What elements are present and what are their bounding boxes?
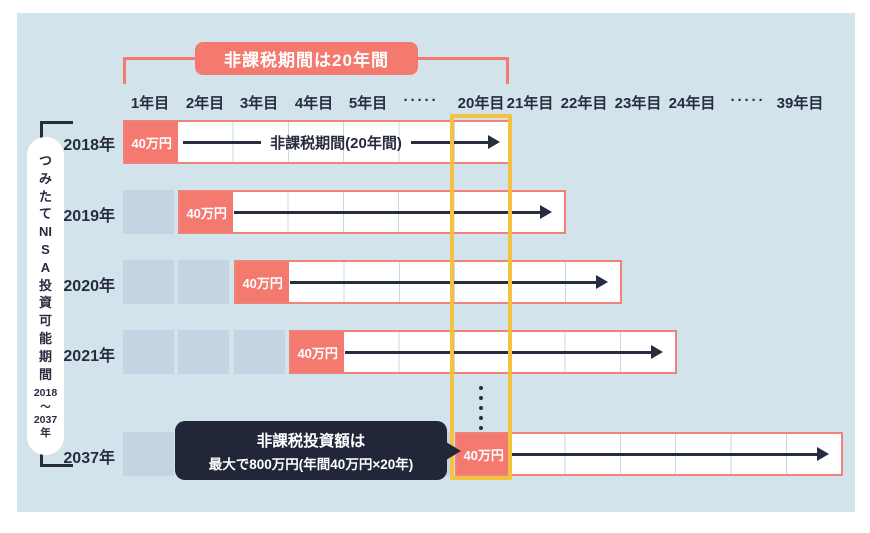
arrow-line <box>183 140 262 144</box>
row-label-2037: 2037年 <box>63 450 115 467</box>
tax-free-arrow-2019 <box>234 192 552 232</box>
tax-free-arrow-2021 <box>345 332 663 372</box>
range-end: 2037 <box>33 413 58 426</box>
col-header-year22: 22年目 <box>560 95 608 112</box>
placeholder-cell <box>123 330 174 374</box>
range-start: 2018 <box>33 387 58 400</box>
investable-period-pill: つみたてNISA投資可能期間 2018 〜 2037 年 <box>27 137 64 455</box>
placeholder-cell <box>123 432 174 476</box>
dot <box>479 416 483 420</box>
placeholder-cell <box>123 260 174 304</box>
contribution-amount: 40万円 <box>186 205 227 221</box>
col-header-year39: 39年目 <box>776 95 824 112</box>
arrow-head-icon <box>817 447 829 461</box>
col-header-year21: 21年目 <box>506 95 554 112</box>
col-header-ellipsis-1: ····· <box>403 92 439 109</box>
row-label-2018: 2018年 <box>63 137 115 154</box>
bar-2020: 40万円 <box>234 260 622 304</box>
arrow-line <box>410 140 489 144</box>
investable-period-label: つみたてNISA投資可能期間 <box>38 153 52 382</box>
tax-free-arrow-2037 <box>511 434 829 474</box>
col-header-ellipsis-2: ····· <box>730 92 766 109</box>
col-header-year2: 2年目 <box>185 95 225 112</box>
dot <box>479 406 483 410</box>
col-header-year4: 4年目 <box>294 95 334 112</box>
arrow-head-icon <box>651 345 663 359</box>
row-label-2019: 2019年 <box>63 208 115 225</box>
arrow-line <box>511 452 818 456</box>
tax-free-period-label: 非課税期間(20年間) <box>270 134 402 152</box>
arrow-line <box>234 210 541 214</box>
max-investment-callout: 非課税投資額は 最大で800万円(年間40万円×20年) <box>175 421 447 480</box>
range-tilde: 〜 <box>40 400 51 413</box>
contribution-amount: 40万円 <box>463 447 504 463</box>
contribution-cell-2021: 40万円 <box>291 332 345 372</box>
arrow-line <box>290 280 597 284</box>
arrow-head-icon <box>540 205 552 219</box>
contribution-cell-2037: 40万円 <box>457 434 511 474</box>
contribution-amount: 40万円 <box>242 275 283 291</box>
placeholder-cell <box>123 190 174 234</box>
arrow-head-icon <box>596 275 608 289</box>
col-header-year20: 20年目 <box>457 95 505 112</box>
gap-ellipsis-dots <box>479 386 483 430</box>
banner-label: 非課税期間は20年間 <box>224 51 389 70</box>
contribution-cell-2018: 40万円 <box>125 122 179 162</box>
tax-free-arrow-2018: 非課税期間(20年間) <box>183 122 500 162</box>
col-header-year23: 23年目 <box>614 95 662 112</box>
tax-free-arrow-2020 <box>290 262 608 302</box>
dot <box>479 426 483 430</box>
contribution-cell-2019: 40万円 <box>180 192 234 232</box>
contribution-cell-2020: 40万円 <box>236 262 290 302</box>
placeholder-cell <box>178 330 229 374</box>
row-label-2020: 2020年 <box>63 278 115 295</box>
callout-line1: 非課税投資額は <box>256 432 366 450</box>
investable-period-range: 2018 〜 2037 年 <box>34 387 57 440</box>
tax-free-period-banner: 非課税期間は20年間 <box>195 42 418 75</box>
bar-2037: 40万円 <box>455 432 843 476</box>
contribution-amount: 40万円 <box>131 135 172 151</box>
col-header-year1: 1年目 <box>130 95 170 112</box>
bar-2019: 40万円 <box>178 190 566 234</box>
arrow-head-icon <box>488 135 500 149</box>
placeholder-cell <box>234 330 285 374</box>
year20-highlight-box <box>450 114 512 480</box>
row-label-2021: 2021年 <box>63 348 115 365</box>
col-header-year5: 5年目 <box>348 95 388 112</box>
contribution-amount: 40万円 <box>297 345 338 361</box>
dot <box>479 396 483 400</box>
col-header-year24: 24年目 <box>668 95 716 112</box>
range-unit: 年 <box>40 426 51 439</box>
arrow-line <box>345 350 652 354</box>
placeholder-cell <box>178 260 229 304</box>
col-header-year3: 3年目 <box>239 95 279 112</box>
callout-line2: 最大で800万円(年間40万円×20年) <box>208 456 414 472</box>
dot <box>479 386 483 390</box>
